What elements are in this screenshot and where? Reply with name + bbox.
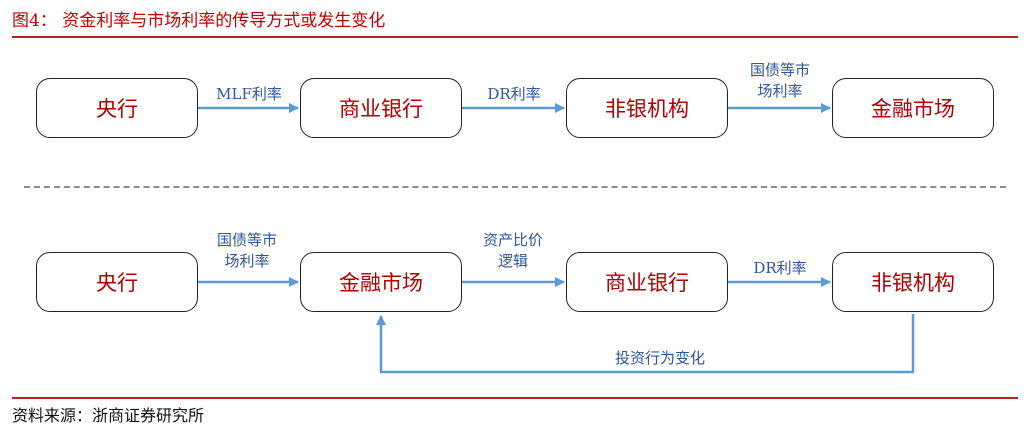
row2-edge-label-1: 国债等市 场利率: [198, 230, 296, 272]
row2-node-financial-market: 金融市场: [300, 252, 462, 312]
row2-feedback-arrow: [376, 314, 915, 374]
row2-edge-label-2-line2: 逻辑: [497, 252, 528, 270]
row2-edge-label-2: 资产比价 逻辑: [464, 230, 562, 272]
bottom-rule: [12, 397, 1018, 399]
row2-node-central-bank: 央行: [36, 252, 198, 312]
row2-edge-label-3: DR利率: [753, 259, 807, 277]
row2-feedback-label: 投资行为变化: [614, 349, 705, 367]
row2-edge-label-1-line1: 国债等市: [216, 231, 277, 249]
row1-edge-label-3-line1: 国债等市: [749, 61, 810, 79]
row2-node-nonbank: 非银机构: [832, 252, 994, 312]
divider-dashed: [24, 186, 1006, 188]
row1-node-financial-market: 金融市场: [832, 78, 994, 138]
top-rule: [12, 36, 1018, 38]
row1-edge-label-3: 国债等市 场利率: [732, 60, 828, 102]
row1-edge-label-2: DR利率: [487, 85, 541, 103]
source-note: 资料来源：浙商证券研究所: [12, 406, 205, 425]
row1-edge-label-3-line2: 场利率: [757, 82, 803, 100]
row2-edge-label-2-line1: 资产比价: [482, 231, 543, 249]
row1-node-central-bank: 央行: [36, 78, 198, 138]
row1-node-commercial-bank: 商业银行: [300, 78, 462, 138]
row2-edge-label-1-line2: 场利率: [224, 252, 270, 270]
row1-edge-label-1: MLF利率: [216, 85, 282, 103]
figure-title: 图4： 资金利率与市场利率的传导方式或发生变化: [12, 11, 386, 31]
row1-node-nonbank: 非银机构: [566, 78, 728, 138]
row2-node-commercial-bank: 商业银行: [566, 252, 728, 312]
